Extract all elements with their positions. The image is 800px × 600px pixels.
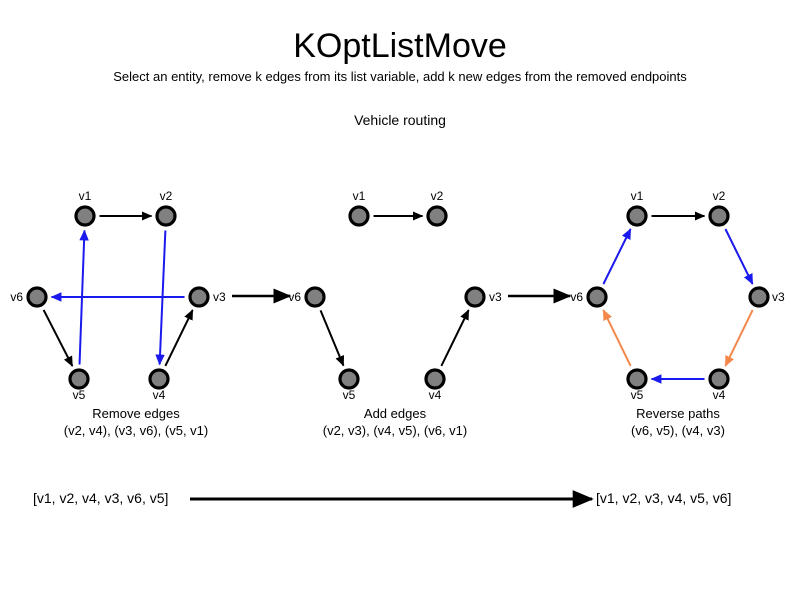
node-label-reverse-v1: v1 <box>631 189 644 203</box>
caption-detail-add: (v2, v3), (v4, v5), (v6, v1) <box>323 423 467 438</box>
nodes-group <box>26 205 770 390</box>
caption-title-remove: Remove edges <box>92 406 180 421</box>
panel-captions-group: Remove edges (v2, v4), (v3, v6), (v5, v1)… <box>64 406 725 438</box>
node-add-v6[interactable] <box>304 286 326 308</box>
node-remove-v6[interactable] <box>26 286 48 308</box>
node-remove-v3[interactable] <box>188 286 210 308</box>
node-remove-v4[interactable] <box>148 368 170 390</box>
node-label-add-v4: v4 <box>429 388 442 402</box>
edge-remove-v6-v5 <box>42 309 74 367</box>
node-remove-v5[interactable] <box>68 368 90 390</box>
node-label-add-v6: v6 <box>288 290 301 304</box>
node-label-remove-v1: v1 <box>79 189 92 203</box>
edge-reverse-v2-v3 <box>724 228 754 285</box>
caption-detail-remove: (v2, v4), (v3, v6), (v5, v1) <box>64 423 208 438</box>
node-label-add-v5: v5 <box>343 388 356 402</box>
edge-add-v6-v5 <box>319 310 345 367</box>
result-row: [v1, v2, v4, v3, v6, v5] [v1, v2, v3, v4… <box>33 490 731 508</box>
node-label-reverse-v5: v5 <box>631 388 644 402</box>
node-reverse-v3[interactable] <box>748 286 770 308</box>
caption-detail-reverse: (v6, v5), (v4, v3) <box>631 423 725 438</box>
node-label-reverse-v3: v3 <box>772 290 785 304</box>
node-label-add-v3: v3 <box>489 290 502 304</box>
node-label-remove-v6: v6 <box>10 290 23 304</box>
node-labels-group: v1 v2 v3 v4 v5 v6 v1 v2 v3 v4 v5 v6 v1 v2 v3 v4 v5 v6 <box>10 189 785 402</box>
node-add-v2[interactable] <box>426 205 448 227</box>
edge-reverse-v6-v1 <box>602 228 632 285</box>
page-subtitle: Select an entity, remove k edges from it… <box>113 69 687 84</box>
edge-remove-v4-v3 <box>164 309 194 367</box>
node-add-v5[interactable] <box>338 368 360 390</box>
node-label-add-v2: v2 <box>431 189 444 203</box>
caption-title-add: Add edges <box>364 406 427 421</box>
result-before-list: [v1, v2, v4, v3, v6, v5] <box>33 490 168 506</box>
edge-reverse-v5-v6 <box>602 309 632 367</box>
section-label: Vehicle routing <box>354 112 446 128</box>
result-after-list: [v1, v2, v3, v4, v5, v6] <box>596 490 731 506</box>
node-reverse-v5[interactable] <box>626 368 648 390</box>
node-label-remove-v2: v2 <box>160 189 173 203</box>
node-label-add-v1: v1 <box>353 189 366 203</box>
node-reverse-v1[interactable] <box>626 205 648 227</box>
node-reverse-v4[interactable] <box>708 368 730 390</box>
edge-reverse-v3-v4 <box>724 309 754 367</box>
edges-group <box>42 211 754 384</box>
node-label-remove-v3: v3 <box>213 290 226 304</box>
caption-title-reverse: Reverse paths <box>636 406 720 421</box>
edge-add-v4-v3 <box>440 309 470 367</box>
node-reverse-v6[interactable] <box>586 286 608 308</box>
node-add-v1[interactable] <box>348 205 370 227</box>
node-remove-v2[interactable] <box>155 205 177 227</box>
node-label-reverse-v2: v2 <box>713 189 726 203</box>
node-add-v4[interactable] <box>424 368 446 390</box>
node-label-reverse-v4: v4 <box>713 388 726 402</box>
node-label-reverse-v6: v6 <box>570 290 583 304</box>
node-add-v3[interactable] <box>464 286 486 308</box>
page-title: KOptListMove <box>293 27 507 65</box>
node-reverse-v2[interactable] <box>708 205 730 227</box>
node-remove-v1[interactable] <box>74 205 96 227</box>
node-label-remove-v5: v5 <box>73 388 86 402</box>
node-label-remove-v4: v4 <box>153 388 166 402</box>
